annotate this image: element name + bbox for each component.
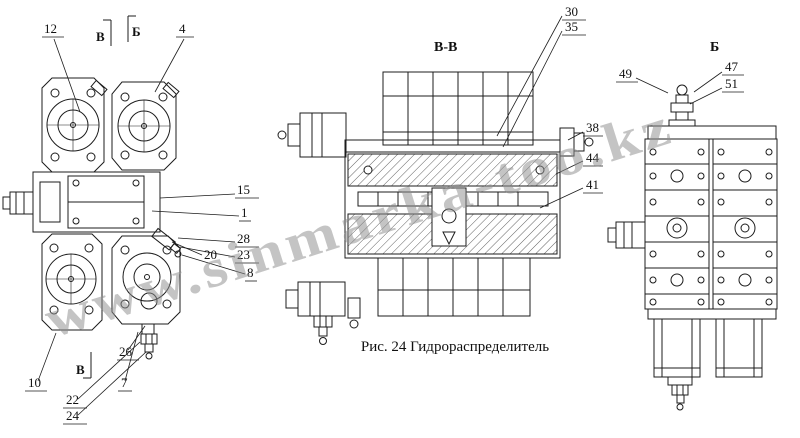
- right-view-leaders: [616, 71, 744, 105]
- callout-38: 38: [586, 120, 599, 135]
- section-marker-v-bottom: [83, 352, 92, 379]
- callout-4: 4: [179, 21, 186, 36]
- labels: 12 4 В Б 15 1 28 23 20 8 26 В 10 7 22 24…: [28, 4, 739, 423]
- bottom-cylinders: [647, 308, 777, 378]
- callout-10: 10: [28, 375, 41, 390]
- central-poppet: [431, 187, 467, 247]
- valve-flange-bottom-left: [41, 233, 103, 331]
- section-label-v-top: В: [96, 29, 105, 44]
- left-view-leaders: [25, 36, 259, 425]
- vent-nozzle-icon: [90, 79, 108, 97]
- callout-30: 30: [565, 4, 578, 19]
- section-marker-b-top: [127, 15, 136, 42]
- callout-22: 22: [66, 392, 79, 407]
- callout-12: 12: [44, 21, 57, 36]
- valve-flange-top-left: [41, 77, 108, 173]
- inlet-port: [2, 191, 34, 215]
- check-valve-fitting: [559, 127, 594, 157]
- view-label-b: Б: [710, 40, 719, 55]
- right-view: [607, 71, 778, 411]
- view-label-vv: В-В: [434, 40, 457, 55]
- figure-caption: Рис. 24 Гидрораспределитель: [361, 339, 549, 355]
- drain-fitting: [667, 376, 693, 411]
- callout-15: 15: [237, 182, 250, 197]
- valve-flange-bottom-right: [111, 235, 181, 325]
- vent-nozzle-icon: [162, 81, 180, 99]
- callout-51: 51: [725, 76, 738, 91]
- callout-7: 7: [121, 375, 128, 390]
- callout-26: 26: [119, 344, 133, 359]
- callout-35: 35: [565, 19, 578, 34]
- valve-body-left: [644, 138, 710, 310]
- electromagnet-left: [277, 112, 347, 158]
- left-view: [2, 15, 259, 425]
- section-label-v-bottom: В: [76, 362, 85, 377]
- side-port: [607, 221, 646, 249]
- valve-caps-bottom: [377, 257, 531, 317]
- callout-49: 49: [619, 66, 632, 81]
- callout-47: 47: [725, 59, 739, 74]
- electromagnet-bottom-left: [285, 281, 361, 345]
- callout-41: 41: [586, 177, 599, 192]
- valve-caps-top: [382, 71, 534, 146]
- top-plate: [647, 125, 777, 140]
- relief-valve: [668, 84, 696, 127]
- callout-28: 28: [237, 231, 250, 246]
- middle-view: [277, 15, 603, 345]
- callout-8: 8: [247, 265, 254, 280]
- callout-24: 24: [66, 408, 80, 423]
- section-marker-v-top: [103, 19, 112, 46]
- hatched-housing: [344, 139, 561, 259]
- angled-fitting: [151, 227, 182, 258]
- valve-flange-top-right: [111, 81, 180, 171]
- valve-body-right: [712, 138, 778, 310]
- callout-20: 20: [204, 247, 217, 262]
- watermark: www.sinmarka-too.kz: [38, 95, 681, 349]
- middle-view-leaders: [496, 15, 603, 209]
- callout-23: 23: [237, 247, 250, 262]
- section-label-b-top: Б: [132, 24, 141, 39]
- drain-valve: [140, 323, 158, 360]
- distributor-body: [32, 171, 161, 233]
- callout-44: 44: [586, 150, 600, 165]
- callout-1: 1: [241, 205, 248, 220]
